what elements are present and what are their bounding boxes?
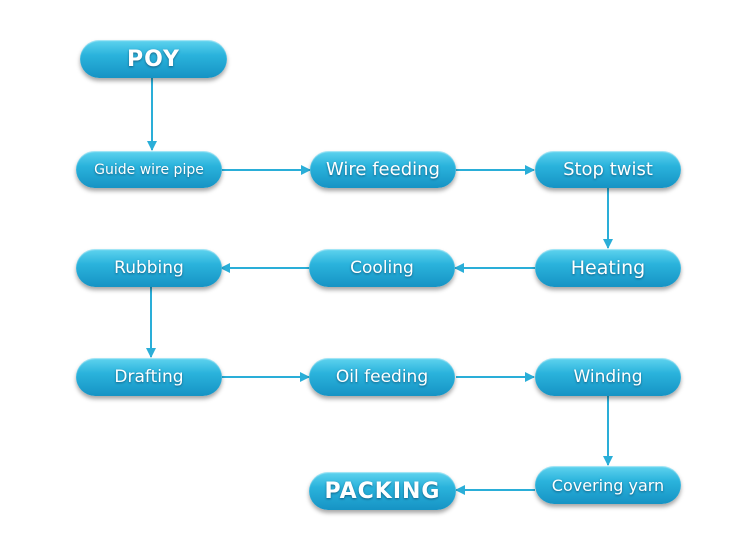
node-winding: Winding xyxy=(535,358,681,396)
node-covering-yarn-label: Covering yarn xyxy=(551,475,665,495)
node-poy-label: POY xyxy=(127,46,180,72)
node-oil-feeding-label: Oil feeding xyxy=(335,367,429,387)
node-cooling-label: Cooling xyxy=(350,258,414,278)
node-rubbing: Rubbing xyxy=(76,249,222,287)
node-drafting-label: Drafting xyxy=(114,367,184,387)
node-heating: Heating xyxy=(535,249,681,287)
node-wire-feeding-label: Wire feeding xyxy=(326,159,440,180)
node-stop-twist-label: Stop twist xyxy=(563,159,653,180)
node-stop-twist: Stop twist xyxy=(535,151,681,188)
node-drafting: Drafting xyxy=(76,358,222,396)
node-rubbing-label: Rubbing xyxy=(114,258,184,278)
node-winding-label: Winding xyxy=(573,367,643,387)
node-covering-yarn: Covering yarn xyxy=(535,466,681,504)
node-wire-feeding: Wire feeding xyxy=(310,151,456,188)
node-poy: POY xyxy=(80,40,227,78)
node-packing: PACKING xyxy=(309,472,456,510)
node-guide-wire-pipe-label: Guide wire pipe xyxy=(94,161,204,178)
node-oil-feeding: Oil feeding xyxy=(309,358,455,396)
node-guide-wire-pipe: Guide wire pipe xyxy=(76,151,222,188)
node-cooling: Cooling xyxy=(309,249,455,287)
node-packing-label: PACKING xyxy=(324,478,441,504)
node-heating-label: Heating xyxy=(570,257,646,279)
